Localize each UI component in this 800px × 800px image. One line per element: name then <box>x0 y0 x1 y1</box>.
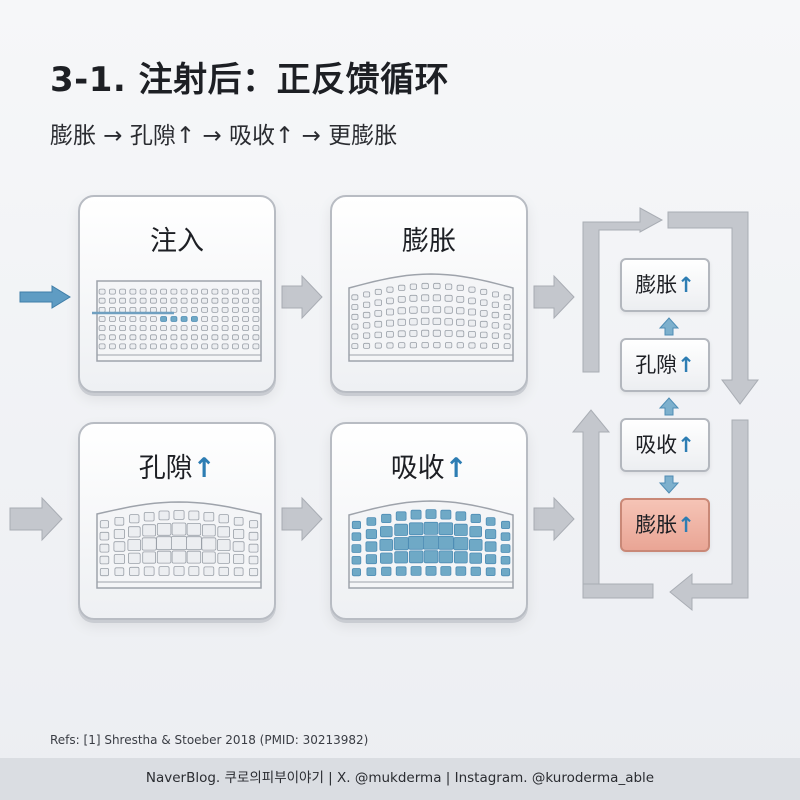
panel-label: 注入 <box>150 226 204 257</box>
tissue-grid-porous <box>96 501 262 589</box>
page-subtitle: 膨胀 → 孔隙↑ → 吸收↑ → 更膨胀 <box>50 123 398 149</box>
cycle-box-swelling: 膨胀↑ <box>620 258 710 312</box>
references: Refs: [1] Shrestha & Stoeber 2018 (PMID:… <box>50 733 369 747</box>
tissue-grid-flat <box>92 280 262 362</box>
page-title: 3-1. 注射后：正反馈循环 <box>50 60 450 100</box>
arrow-right-icon <box>533 496 575 542</box>
cycle-small-down-icon <box>658 475 680 494</box>
tissue-grid-absorbing <box>348 500 514 589</box>
panel-porosity: 孔隙↑ <box>78 422 276 620</box>
arrow-right-icon <box>281 274 323 320</box>
panel-label: 膨胀 <box>402 226 456 257</box>
cycle-small-up-icon <box>658 317 680 336</box>
tissue-grid-swollen <box>348 273 514 362</box>
panel-swelling: 膨胀 <box>330 195 528 393</box>
injection-arrow-icon <box>19 285 71 309</box>
cycle-box-porosity: 孔隙↑ <box>620 338 710 392</box>
cycle-box-more-swelling: 膨胀↑ <box>620 498 710 552</box>
panel-label: 吸收↑ <box>390 453 468 484</box>
cycle-box-absorption: 吸收↑ <box>620 418 710 472</box>
arrow-right-icon <box>281 496 323 542</box>
cycle-up-arrow-icon <box>571 409 611 599</box>
panel-absorption: 吸收↑ <box>330 422 528 620</box>
footer-bar: NaverBlog. 쿠로의피부이야기 | X. @mukderma | Ins… <box>0 758 800 800</box>
arrow-right-icon <box>533 274 575 320</box>
panel-label: 孔隙↑ <box>138 453 216 484</box>
panel-injection: 注入 <box>78 195 276 393</box>
cycle-small-up-icon <box>658 397 680 416</box>
arrow-right-icon <box>9 496 63 542</box>
